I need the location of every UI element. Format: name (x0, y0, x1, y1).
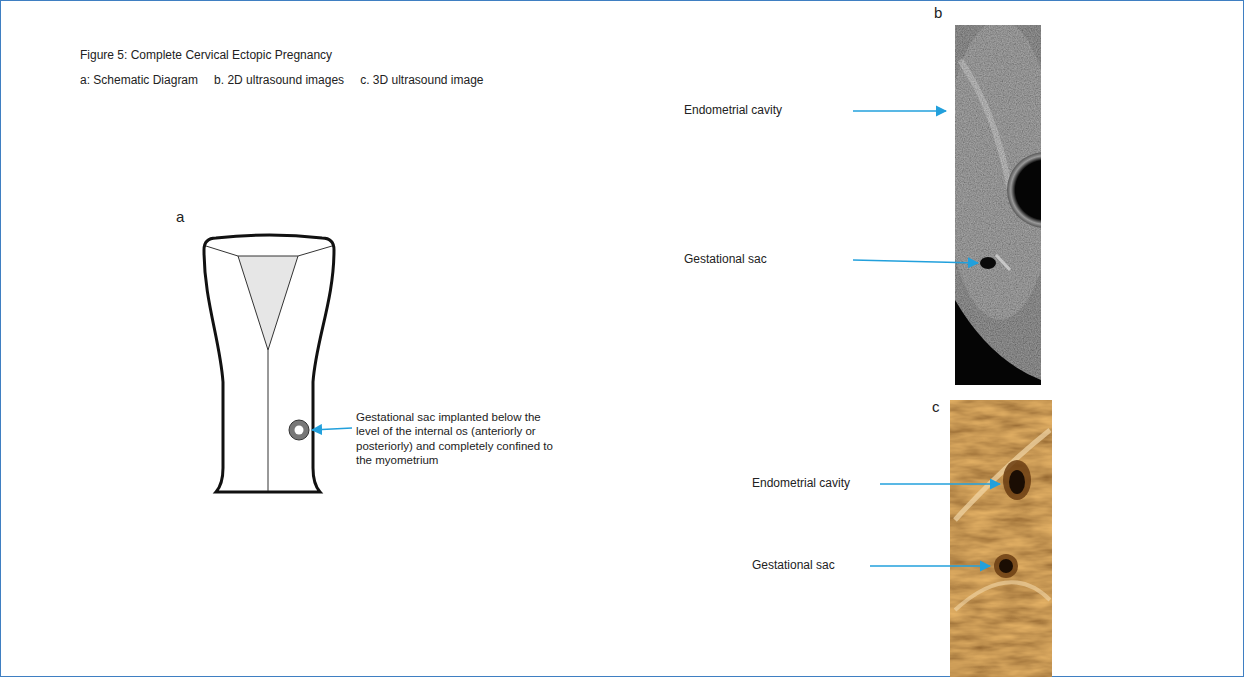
uterus-schematic (204, 235, 334, 492)
leader-arrow (853, 260, 978, 263)
gestational-sac-core (295, 426, 304, 435)
ultrasound-3d-image (950, 400, 1052, 677)
part-label: Gestational sac (752, 558, 835, 573)
panel-key: c. 3D ultrasound image (360, 73, 483, 88)
endometrial-cavity-render (1009, 470, 1025, 494)
cervical-canal (268, 350, 269, 491)
sac-rim-echo (996, 255, 1010, 270)
ultrasound-probe-shadow (1007, 152, 1041, 228)
leader-arrow (312, 428, 352, 430)
panel-key: b. 2D ultrasound images (214, 73, 344, 88)
panel-letter: b (934, 4, 942, 23)
part-label: Gestational sac (684, 252, 767, 267)
render-texture (950, 400, 1052, 677)
panel-letter: c (932, 398, 940, 417)
panel-key: a: Schematic Diagram (80, 73, 198, 88)
gestational-sac-render (999, 559, 1013, 573)
cavity-line (298, 246, 332, 256)
leader-arrow (853, 110, 946, 112)
part-label: Endometrial cavity (684, 103, 782, 118)
panel-letter: a (176, 208, 184, 227)
gestational-sac-echo (980, 257, 996, 269)
annotation-note: Gestational sac implanted below the leve… (356, 410, 561, 468)
render-highlight (955, 582, 1050, 610)
ultrasound-2d-image (955, 25, 1041, 385)
part-label: Endometrial cavity (752, 476, 850, 491)
sac-render-rim (994, 554, 1018, 578)
ultrasound-fan-edge (955, 300, 1041, 385)
cavity-line (206, 246, 238, 256)
leader-arrow (870, 565, 990, 567)
uterus-outline (204, 235, 334, 492)
cavity-render-rim (1003, 460, 1031, 500)
figure-title: Figure 5: Complete Cervical Ectopic Preg… (80, 48, 332, 63)
gestational-sac-ring (289, 420, 309, 440)
endometrial-cavity (238, 256, 298, 350)
render-ground (950, 400, 1052, 677)
leader-arrow (880, 483, 1000, 485)
render-highlight (955, 430, 1050, 520)
